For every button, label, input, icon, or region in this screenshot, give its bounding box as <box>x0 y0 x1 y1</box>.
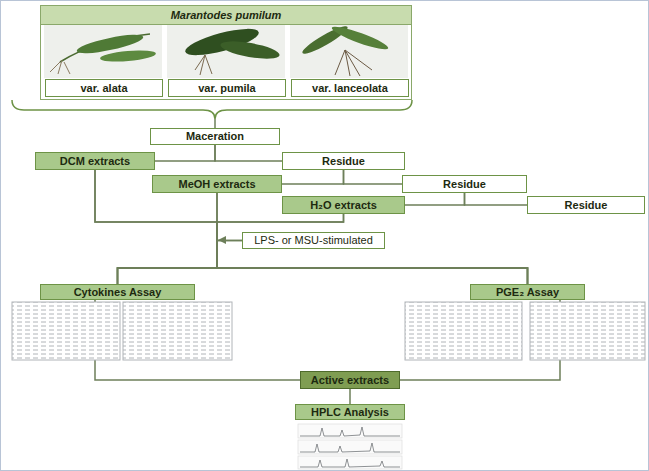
connector <box>118 214 344 284</box>
connector <box>217 214 528 284</box>
connector <box>95 300 300 380</box>
connector <box>215 119 216 128</box>
bracket <box>12 100 412 119</box>
connector <box>217 193 528 284</box>
residue-box: Residue <box>402 175 527 193</box>
extract-box: H₂O extracts <box>282 196 405 214</box>
variety-label: var. alata <box>45 79 163 97</box>
variety-label: var. lanceolata <box>291 79 409 97</box>
box-label: DCM extracts <box>60 155 130 167</box>
box-label: Residue <box>565 199 608 211</box>
species-panel: Marantodes pumilum var. alata var. pumila v… <box>40 5 412 100</box>
connector <box>405 193 465 205</box>
box-label: LPS- or MSU-stimulated <box>254 234 373 246</box>
residue-box: Residue <box>282 152 405 170</box>
arrowhead <box>218 236 226 244</box>
box-label: PGE₂ Assay <box>496 286 559 298</box>
plant-photo <box>290 23 408 78</box>
variety-label: var. pumila <box>168 79 286 97</box>
connector <box>155 145 215 161</box>
chromatogram-thumbnail <box>298 424 402 469</box>
connector <box>344 170 403 184</box>
connector <box>350 389 351 404</box>
connector <box>95 170 528 284</box>
table-thumbnail <box>12 302 645 360</box>
box-label: var. pumila <box>198 82 255 94</box>
box-label: Cytokines Assay <box>74 286 162 298</box>
box-label: Residue <box>443 178 486 190</box>
heading-band: Marantodes pumilum <box>41 6 411 25</box>
process-box: Maceration <box>150 128 280 145</box>
box-label: H₂O extracts <box>310 199 377 211</box>
box-label: Residue <box>322 155 365 167</box>
connector <box>215 145 282 161</box>
assay-box: Cytokines Assay <box>40 284 195 300</box>
connector <box>118 193 218 284</box>
box-label: var. alata <box>80 82 127 94</box>
box-label: MeOH extracts <box>178 178 255 190</box>
connector <box>282 170 344 184</box>
connector <box>465 193 528 205</box>
result-box: Active extracts <box>300 371 400 389</box>
connector <box>118 241 243 285</box>
box-label: HPLC Analysis <box>311 406 389 418</box>
box-label: Maceration <box>186 130 244 142</box>
stimulus-box: LPS- or MSU-stimulated <box>242 232 385 249</box>
box-label: Active extracts <box>311 374 389 386</box>
extract-box: MeOH extracts <box>152 175 282 193</box>
assay-box: PGE₂ Assay <box>470 284 585 300</box>
residue-box: Residue <box>527 196 645 214</box>
extract-box: DCM extracts <box>35 152 155 170</box>
plant-photo <box>44 24 162 78</box>
analysis-box: HPLC Analysis <box>295 404 405 420</box>
box-label: var. lanceolata <box>312 82 388 94</box>
plant-photo <box>167 23 285 78</box>
